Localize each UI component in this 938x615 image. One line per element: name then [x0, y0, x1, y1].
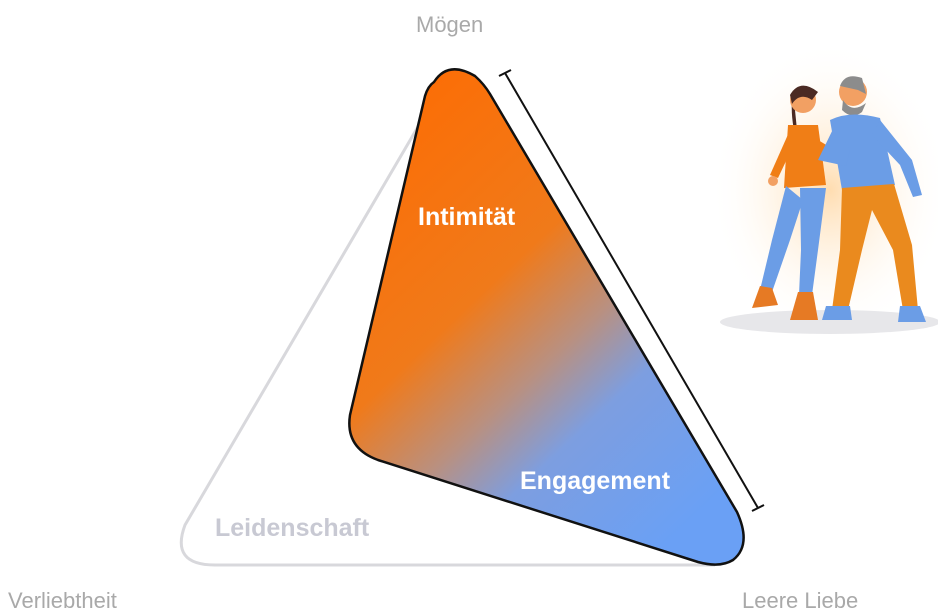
outer-triangle [179, 71, 715, 567]
man-figure [818, 76, 926, 322]
label-intimacy: Intimität [418, 203, 516, 231]
label-passion: Leidenschaft [215, 514, 370, 542]
couple-illustration [710, 40, 938, 340]
commitment-bracket [498, 69, 765, 512]
vertex-label-top: Mögen [416, 12, 484, 37]
woman-figure [752, 85, 848, 320]
vertex-label-bottom-left: Verliebtheit [8, 588, 117, 613]
inner-triangle [348, 68, 745, 566]
vertex-label-bottom-right: Leere Liebe [742, 588, 859, 613]
label-commitment: Engagement [520, 467, 671, 495]
